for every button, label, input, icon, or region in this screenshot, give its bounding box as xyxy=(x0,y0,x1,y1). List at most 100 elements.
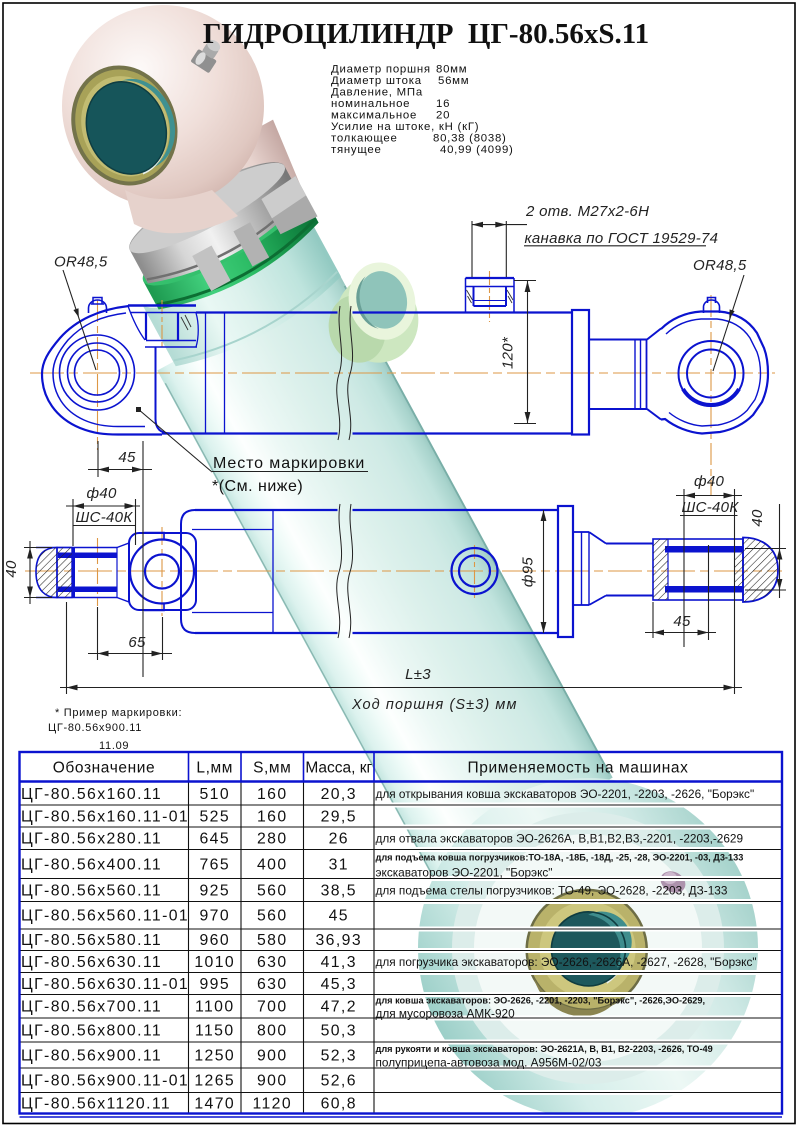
svg-text:* Пример маркировки:: * Пример маркировки: xyxy=(55,707,182,719)
svg-text:970: 970 xyxy=(199,908,230,925)
svg-text:ЦГ-80.56х630.11-01: ЦГ-80.56х630.11-01 xyxy=(21,976,189,993)
svg-text:ЦГ-80.56х580.11: ЦГ-80.56х580.11 xyxy=(21,932,162,949)
svg-text:52,3: 52,3 xyxy=(321,1047,357,1064)
svg-text:ЦГ-80.56х1120.11: ЦГ-80.56х1120.11 xyxy=(21,1095,171,1112)
svg-text:экскаваторов ЭО-2201, "Борэкс": экскаваторов ЭО-2201, "Борэкс" xyxy=(376,865,553,879)
svg-text:580: 580 xyxy=(257,932,288,949)
svg-text:960: 960 xyxy=(199,932,230,949)
svg-text:для рукояти и ковша экскаватор: для рукояти и ковша экскаваторов: ЭО-262… xyxy=(376,1044,713,1054)
svg-text:400: 400 xyxy=(257,856,288,873)
svg-text:995: 995 xyxy=(199,976,230,993)
svg-text:765: 765 xyxy=(199,856,230,873)
svg-text:1470: 1470 xyxy=(194,1095,235,1112)
svg-text:20,3: 20,3 xyxy=(321,786,357,803)
svg-text:*(См. ниже): *(См. ниже) xyxy=(212,478,303,495)
svg-text:2 отв. М27х2-6Н: 2 отв. М27х2-6Н xyxy=(525,203,649,220)
svg-text:ЦГ-80.56х900.11-01: ЦГ-80.56х900.11-01 xyxy=(21,1073,189,1090)
svg-text:толкающее: толкающее xyxy=(331,133,398,145)
svg-text:ШС-40К: ШС-40К xyxy=(682,499,740,516)
svg-text:ф40: ф40 xyxy=(694,473,724,490)
svg-text:29,5: 29,5 xyxy=(321,808,357,825)
svg-text:ЦГ-80.56х700.11: ЦГ-80.56х700.11 xyxy=(21,999,162,1016)
svg-text:Диаметр штока: Диаметр штока xyxy=(331,75,422,87)
svg-text:38,5: 38,5 xyxy=(321,882,357,899)
svg-text:160: 160 xyxy=(257,786,288,803)
svg-text:41,3: 41,3 xyxy=(321,954,357,971)
svg-text:80мм: 80мм xyxy=(436,64,467,76)
svg-text:50,3: 50,3 xyxy=(321,1022,357,1039)
svg-text:31: 31 xyxy=(329,856,349,873)
svg-text:ф95: ф95 xyxy=(520,557,537,587)
svg-text:1150: 1150 xyxy=(195,1022,235,1039)
svg-text:Применяемость на машинах: Применяемость на машинах xyxy=(468,760,689,777)
svg-text:645: 645 xyxy=(199,831,230,848)
svg-text:полуприцепа-автовоза мод. А956: полуприцепа-автовоза мод. А956М-02/03 xyxy=(376,1055,602,1069)
svg-text:925: 925 xyxy=(199,882,230,899)
svg-text:900: 900 xyxy=(257,1047,288,1064)
svg-text:47,2: 47,2 xyxy=(321,999,357,1016)
svg-text:ЦГ-80.56х560.11-01: ЦГ-80.56х560.11-01 xyxy=(21,908,189,925)
svg-text:для мусоровоза АМК-920: для мусоровоза АМК-920 xyxy=(376,1007,516,1021)
svg-text:номинальное: номинальное xyxy=(331,98,410,110)
svg-text:56мм: 56мм xyxy=(438,75,469,87)
svg-text:1100: 1100 xyxy=(195,999,235,1016)
svg-text:для погрузчика экскаваторов: Э: для погрузчика экскаваторов: ЭО-2626,-26… xyxy=(376,955,757,969)
svg-text:510: 510 xyxy=(199,786,230,803)
svg-text:для отвала экскаваторов ЭО-262: для отвала экскаваторов ЭО-2626А, В,В1,В… xyxy=(376,832,744,846)
svg-text:OR48,5: OR48,5 xyxy=(54,254,108,271)
svg-text:для подъема ковша погрузчиков:: для подъема ковша погрузчиков:ТО-18А, -1… xyxy=(376,852,744,862)
svg-text:900: 900 xyxy=(257,1073,288,1090)
svg-text:700: 700 xyxy=(257,999,288,1016)
svg-text:Ход поршня (S±3) мм: Ход поршня (S±3) мм xyxy=(351,697,518,713)
svg-text:280: 280 xyxy=(257,831,288,848)
svg-text:Давление, МПа: Давление, МПа xyxy=(331,87,423,99)
svg-text:максимальное: максимальное xyxy=(331,110,417,122)
svg-text:ЦГ-80.56х160.11: ЦГ-80.56х160.11 xyxy=(21,786,162,803)
svg-text:1265: 1265 xyxy=(194,1073,235,1090)
svg-text:80,38 (8038): 80,38 (8038) xyxy=(433,133,507,145)
svg-text:36,93: 36,93 xyxy=(315,932,362,949)
svg-text:52,6: 52,6 xyxy=(321,1073,357,1090)
svg-text:канавка по ГОСТ 19529-74: канавка по ГОСТ 19529-74 xyxy=(525,230,719,247)
svg-text:60,8: 60,8 xyxy=(321,1095,357,1112)
svg-text:для открывания ковша экскавато: для открывания ковша экскаваторов ЭО-220… xyxy=(376,787,755,801)
svg-text:OR48,5: OR48,5 xyxy=(693,257,747,274)
svg-text:ГИДРОЦИЛИНДР ЦГ-80.56xS.11: ГИДРОЦИЛИНДР ЦГ-80.56xS.11 xyxy=(203,18,649,50)
svg-text:ЦГ-80.56х560.11: ЦГ-80.56х560.11 xyxy=(21,882,162,899)
svg-text:45: 45 xyxy=(673,613,691,630)
svg-text:630: 630 xyxy=(257,954,288,971)
svg-text:45,3: 45,3 xyxy=(321,976,357,993)
svg-text:Место маркировки: Место маркировки xyxy=(213,455,365,472)
svg-text:800: 800 xyxy=(257,1022,288,1039)
svg-text:ЦГ-80.56х160.11-01: ЦГ-80.56х160.11-01 xyxy=(21,808,189,825)
svg-text:160: 160 xyxy=(257,808,288,825)
svg-text:40: 40 xyxy=(3,560,20,578)
svg-text:Диаметр поршня: Диаметр поршня xyxy=(331,64,431,76)
svg-text:40,99 (4099): 40,99 (4099) xyxy=(440,144,514,156)
svg-text:1120: 1120 xyxy=(252,1095,292,1112)
svg-text:16: 16 xyxy=(436,98,450,110)
svg-text:560: 560 xyxy=(257,882,288,899)
svg-text:1250: 1250 xyxy=(194,1047,235,1064)
svg-text:тянущее: тянущее xyxy=(331,144,382,156)
svg-text:65: 65 xyxy=(128,634,146,651)
svg-text:560: 560 xyxy=(257,908,288,925)
svg-text:Обозначение: Обозначение xyxy=(53,760,155,777)
svg-text:45: 45 xyxy=(329,908,349,925)
svg-text:525: 525 xyxy=(199,808,230,825)
svg-text:ЦГ-80.56х800.11: ЦГ-80.56х800.11 xyxy=(21,1022,162,1039)
svg-text:ЦГ-80.56х280.11: ЦГ-80.56х280.11 xyxy=(21,831,162,848)
svg-text:Усилие на штоке, кН (кГ): Усилие на штоке, кН (кГ) xyxy=(331,121,479,133)
svg-text:1010: 1010 xyxy=(194,954,235,971)
svg-text:L,мм: L,мм xyxy=(196,760,233,777)
svg-text:S,мм: S,мм xyxy=(253,760,291,777)
svg-text:ШС-40К: ШС-40К xyxy=(76,509,134,526)
svg-text:ЦГ-80.56х400.11: ЦГ-80.56х400.11 xyxy=(21,856,162,873)
svg-text:для ковша экскаваторов: ЭО-262: для ковша экскаваторов: ЭО-2626, -2201, … xyxy=(376,996,706,1006)
svg-text:120*: 120* xyxy=(500,336,517,369)
svg-text:ЦГ-80.56х900.11: ЦГ-80.56х900.11 xyxy=(48,722,142,734)
svg-text:для подъема стелы погрузчиков:: для подъема стелы погрузчиков: ТО-49, ЭО… xyxy=(376,883,728,897)
svg-text:40: 40 xyxy=(749,509,766,527)
svg-text:ЦГ-80.56х630.11: ЦГ-80.56х630.11 xyxy=(21,954,162,971)
svg-text:26: 26 xyxy=(329,831,349,848)
